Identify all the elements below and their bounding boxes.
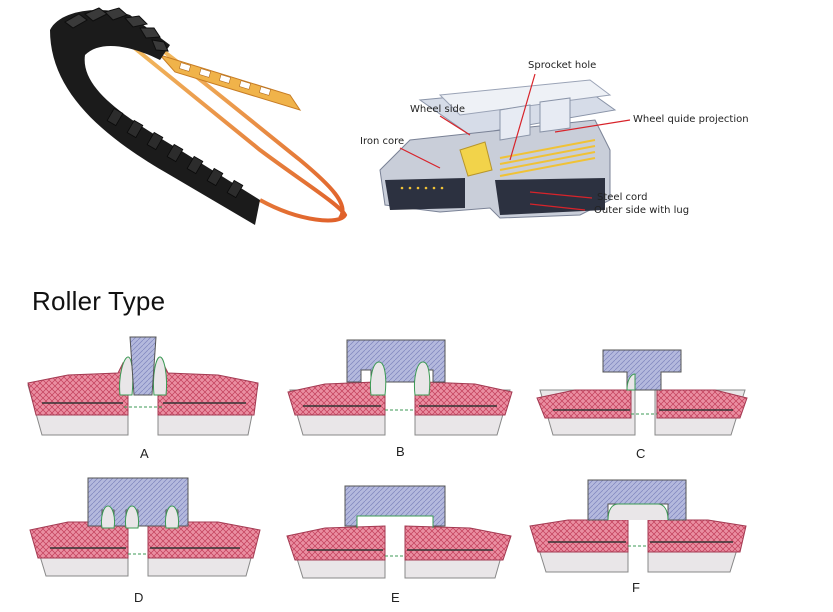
panel-b-diagram bbox=[287, 339, 513, 436]
callout-sprocket-hole: Sprocket hole bbox=[528, 60, 597, 71]
rubber-track-illustration bbox=[50, 7, 348, 225]
panel-e-diagram bbox=[286, 485, 512, 579]
panel-label-e: E bbox=[391, 590, 400, 605]
panel-c-diagram bbox=[536, 349, 748, 436]
track-cross-section-illustration bbox=[379, 73, 631, 219]
callout-steel-cord: Steel cord bbox=[597, 192, 648, 203]
panel-d-diagram bbox=[29, 477, 261, 577]
callout-iron-core: Iron core bbox=[360, 136, 405, 147]
panel-f-diagram bbox=[529, 479, 747, 573]
callout-outer-side: Outer side with lug bbox=[594, 205, 690, 216]
panel-label-d: D bbox=[134, 590, 144, 605]
panel-label-c: C bbox=[636, 446, 646, 461]
panel-label-b: B bbox=[396, 444, 405, 459]
panel-a-diagram bbox=[27, 336, 259, 436]
callout-wheel-guide-projection: Wheel quide projection bbox=[633, 114, 749, 125]
callout-wheel-side: Wheel side bbox=[410, 104, 465, 115]
panel-label-f: F bbox=[632, 580, 640, 595]
section-title: Roller Type bbox=[32, 286, 166, 316]
panel-label-a: A bbox=[140, 446, 149, 461]
